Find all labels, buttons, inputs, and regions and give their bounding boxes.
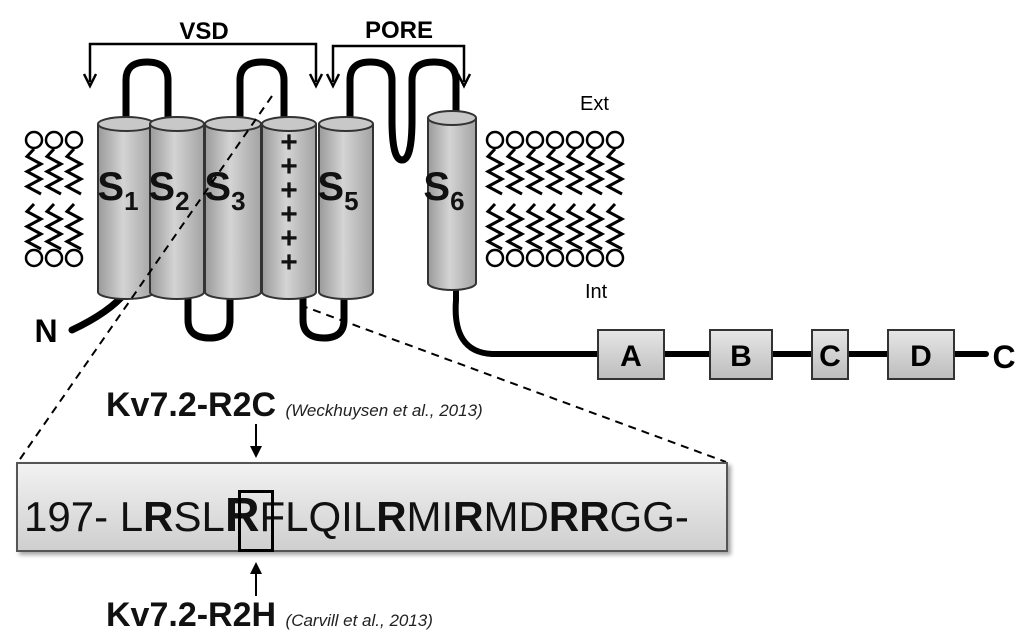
segment-1: S1	[97, 117, 154, 299]
residue-r1: R	[143, 493, 173, 540]
residue-mi: MI	[407, 493, 454, 540]
sequence-start: 197-	[24, 493, 120, 540]
lipid-bilayer-left	[26, 132, 82, 266]
helix-d: D	[888, 330, 954, 379]
helix-b-label: B	[730, 340, 752, 373]
mutation-r2c-label: Kv7.2-R2C	[106, 386, 276, 424]
mutated-residue-highlight	[238, 490, 274, 552]
residue-r4: R	[453, 493, 483, 540]
mutation-r2c: Kv7.2-R2C (Weckhuysen et al., 2013)	[106, 386, 483, 425]
residue-r3: R	[376, 493, 406, 540]
helix-c: C	[812, 330, 848, 379]
segment-3: S3	[204, 117, 261, 299]
mutation-r2h-citation: (Carvill et al., 2013)	[286, 611, 433, 630]
lipid-molecule	[567, 132, 583, 266]
helix-d-label: D	[910, 340, 932, 373]
lipid-molecule	[527, 132, 543, 266]
residue-r5-r6: RR	[549, 493, 610, 540]
lipid-molecule	[607, 132, 623, 266]
lipid-molecule	[26, 132, 42, 266]
segment-2: S2	[148, 117, 204, 299]
helix-c-label: C	[819, 340, 841, 373]
intracellular-loops	[188, 292, 344, 338]
lipid-bilayer-right	[487, 132, 623, 266]
vsd-label: VSD	[179, 18, 228, 45]
c-terminus-label: C	[992, 339, 1015, 375]
mutation-r2h: Kv7.2-R2H (Carvill et al., 2013)	[106, 596, 433, 635]
lipid-molecule	[507, 132, 523, 266]
lipid-molecule	[66, 132, 82, 266]
extracellular-label: Ext	[580, 93, 609, 115]
n-terminus-label: N	[34, 313, 57, 349]
residue-gg: GG-	[610, 493, 689, 540]
intracellular-label: Int	[585, 281, 608, 303]
lipid-molecule	[487, 132, 503, 266]
residue-sl: SL	[173, 493, 224, 540]
s4-charge: +	[280, 246, 298, 279]
helix-a-label: A	[620, 340, 642, 373]
residue-md: MD	[484, 493, 549, 540]
segment-5: S5	[317, 117, 373, 299]
lipid-molecule	[547, 132, 563, 266]
pore-label: PORE	[365, 17, 433, 44]
lipid-molecule	[587, 132, 603, 266]
mutation-r2h-label: Kv7.2-R2H	[106, 596, 276, 634]
residue-flqil: FLQIL	[259, 493, 376, 540]
segment-6: S6	[423, 111, 476, 290]
helix-b: B	[710, 330, 772, 379]
helix-a: A	[598, 330, 664, 379]
mutation-r2c-citation: (Weckhuysen et al., 2013)	[286, 401, 483, 420]
lipid-molecule	[46, 132, 62, 266]
residue-l: L	[120, 493, 143, 540]
s4-sequence: 197- LRSLRFLQILRMIRMDRRGG-	[24, 492, 689, 541]
